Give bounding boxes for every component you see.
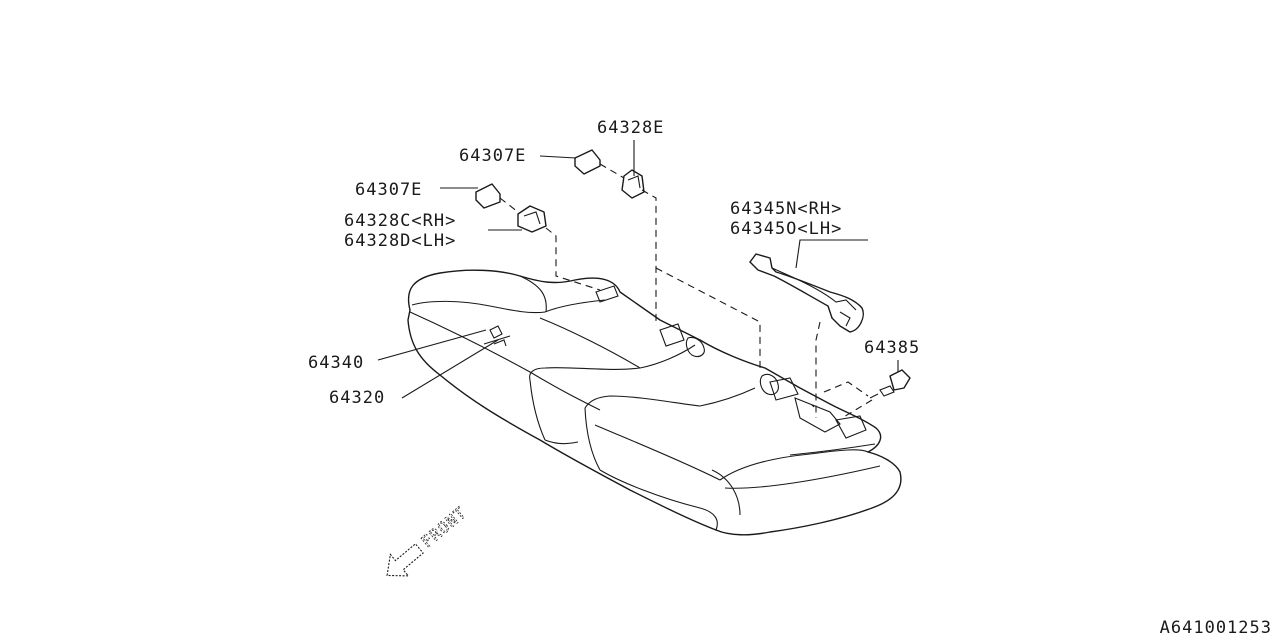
front-label: FRONT bbox=[417, 503, 470, 552]
callout-64345n: 64345N<RH> bbox=[730, 199, 843, 219]
callout-64340: 64340 bbox=[308, 353, 365, 373]
front-marker: FRONT bbox=[386, 502, 471, 577]
callout-64307e-top: 64307E bbox=[459, 146, 527, 166]
callout-64307e-left: 64307E bbox=[355, 180, 423, 200]
callout-64328c: 64328C<RH> bbox=[344, 211, 457, 231]
callout-64385: 64385 bbox=[864, 338, 921, 358]
assembly-lines bbox=[499, 163, 873, 419]
diagram-reference-code: A641001253 bbox=[1159, 618, 1272, 638]
belt-slots bbox=[595, 285, 867, 439]
tags bbox=[483, 325, 511, 347]
callout-64345o: 64345O<LH> bbox=[730, 219, 843, 239]
trim-cover bbox=[749, 253, 864, 333]
callout-64320: 64320 bbox=[329, 388, 386, 408]
fastener-64385 bbox=[869, 369, 911, 399]
callout-64328e: 64328E bbox=[597, 118, 665, 138]
leader-lines bbox=[377, 140, 899, 399]
callout-64328d: 64328D<LH> bbox=[344, 231, 457, 251]
upper-clips bbox=[475, 149, 645, 233]
seat-cushion bbox=[407, 269, 902, 536]
